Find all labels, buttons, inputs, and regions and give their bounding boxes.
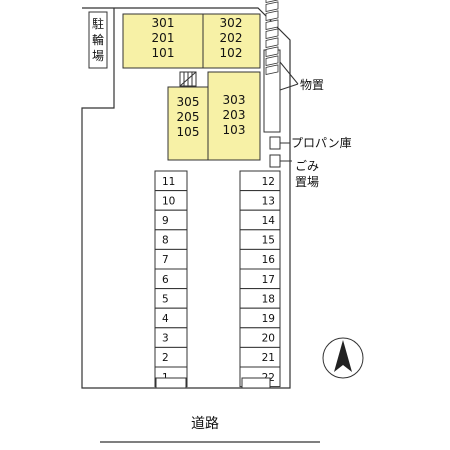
propane-box	[269, 136, 281, 150]
storage-unit	[265, 55, 279, 66]
parking-slot-number: 4	[162, 313, 169, 325]
parking-slot	[154, 268, 188, 290]
garbage-box	[269, 154, 281, 168]
propane-label: プロパン庫	[291, 136, 352, 150]
north-arrow-icon	[322, 337, 364, 379]
garbage-label-1: ごみ	[295, 158, 319, 173]
parking-slot	[154, 209, 188, 231]
parking-slot-number: 12	[262, 176, 275, 188]
unit-number: 202	[220, 31, 243, 45]
stairs-icon	[179, 71, 197, 87]
unit-number: 305	[177, 95, 200, 109]
parking-slot-number: 14	[262, 215, 276, 227]
parking-slot	[154, 248, 188, 270]
building-block-b	[202, 13, 261, 69]
unit-number: 205	[177, 110, 200, 124]
parking-slot-number: 18	[262, 293, 275, 305]
parking-slot-number: 10	[162, 195, 175, 207]
bicycle-parking-label-2: 輪	[92, 32, 104, 47]
building-block-a	[122, 13, 204, 69]
parking-slot-number: 3	[162, 333, 169, 345]
unit-number: 101	[152, 46, 175, 60]
parking-slot-number: 11	[162, 176, 175, 188]
building-block-c	[167, 86, 209, 161]
parking-slot-number: 6	[162, 274, 169, 286]
storage-unit	[265, 64, 279, 75]
bicycle-parking-label-1: 駐	[92, 16, 104, 31]
unit-number: 301	[152, 16, 175, 30]
building-block-d	[207, 71, 261, 161]
parking-slot	[154, 307, 188, 329]
parking-slot-number: 13	[262, 195, 275, 207]
parking-slot	[154, 229, 188, 250]
storage-unit	[265, 28, 279, 39]
parking-slot-number: 9	[162, 215, 169, 227]
parking-slot-number: 21	[262, 352, 275, 364]
entrance-stub-right	[241, 377, 271, 389]
parking-slot	[154, 288, 188, 309]
parking-slot-number: 15	[262, 235, 275, 247]
storage-label: 物置	[300, 78, 324, 92]
parking-slot-number: 5	[162, 293, 169, 305]
entrance-stub-left	[155, 377, 187, 389]
storage-unit	[265, 19, 279, 30]
storage-unit	[265, 1, 279, 12]
parking-slot-number: 17	[262, 274, 275, 286]
storage-unit	[265, 46, 279, 57]
parking-slot	[154, 327, 188, 348]
parking-slot-number: 2	[162, 352, 169, 364]
unit-number: 201	[152, 31, 175, 45]
unit-number: 203	[223, 108, 246, 122]
unit-number: 102	[220, 46, 243, 60]
storage-unit	[265, 37, 279, 48]
unit-number: 103	[223, 123, 246, 137]
garbage-label-2: 置場	[295, 175, 319, 189]
unit-number: 105	[177, 125, 200, 139]
unit-number: 303	[223, 93, 246, 107]
parking-slot-number: 7	[162, 254, 169, 266]
parking-slot-number: 19	[262, 313, 275, 325]
bicycle-parking-box	[88, 11, 108, 69]
storage-unit	[265, 10, 279, 21]
parking-slot-number: 20	[262, 333, 275, 345]
road-label: 道路	[191, 416, 219, 432]
storage-unit	[265, 0, 279, 3]
parking-slot-number: 8	[162, 235, 169, 247]
unit-number: 302	[220, 16, 243, 30]
parking-slot	[154, 346, 188, 368]
storage-units	[263, 0, 281, 133]
parking-slot-number: 16	[262, 254, 276, 266]
bicycle-parking-label-3: 場	[92, 49, 104, 63]
